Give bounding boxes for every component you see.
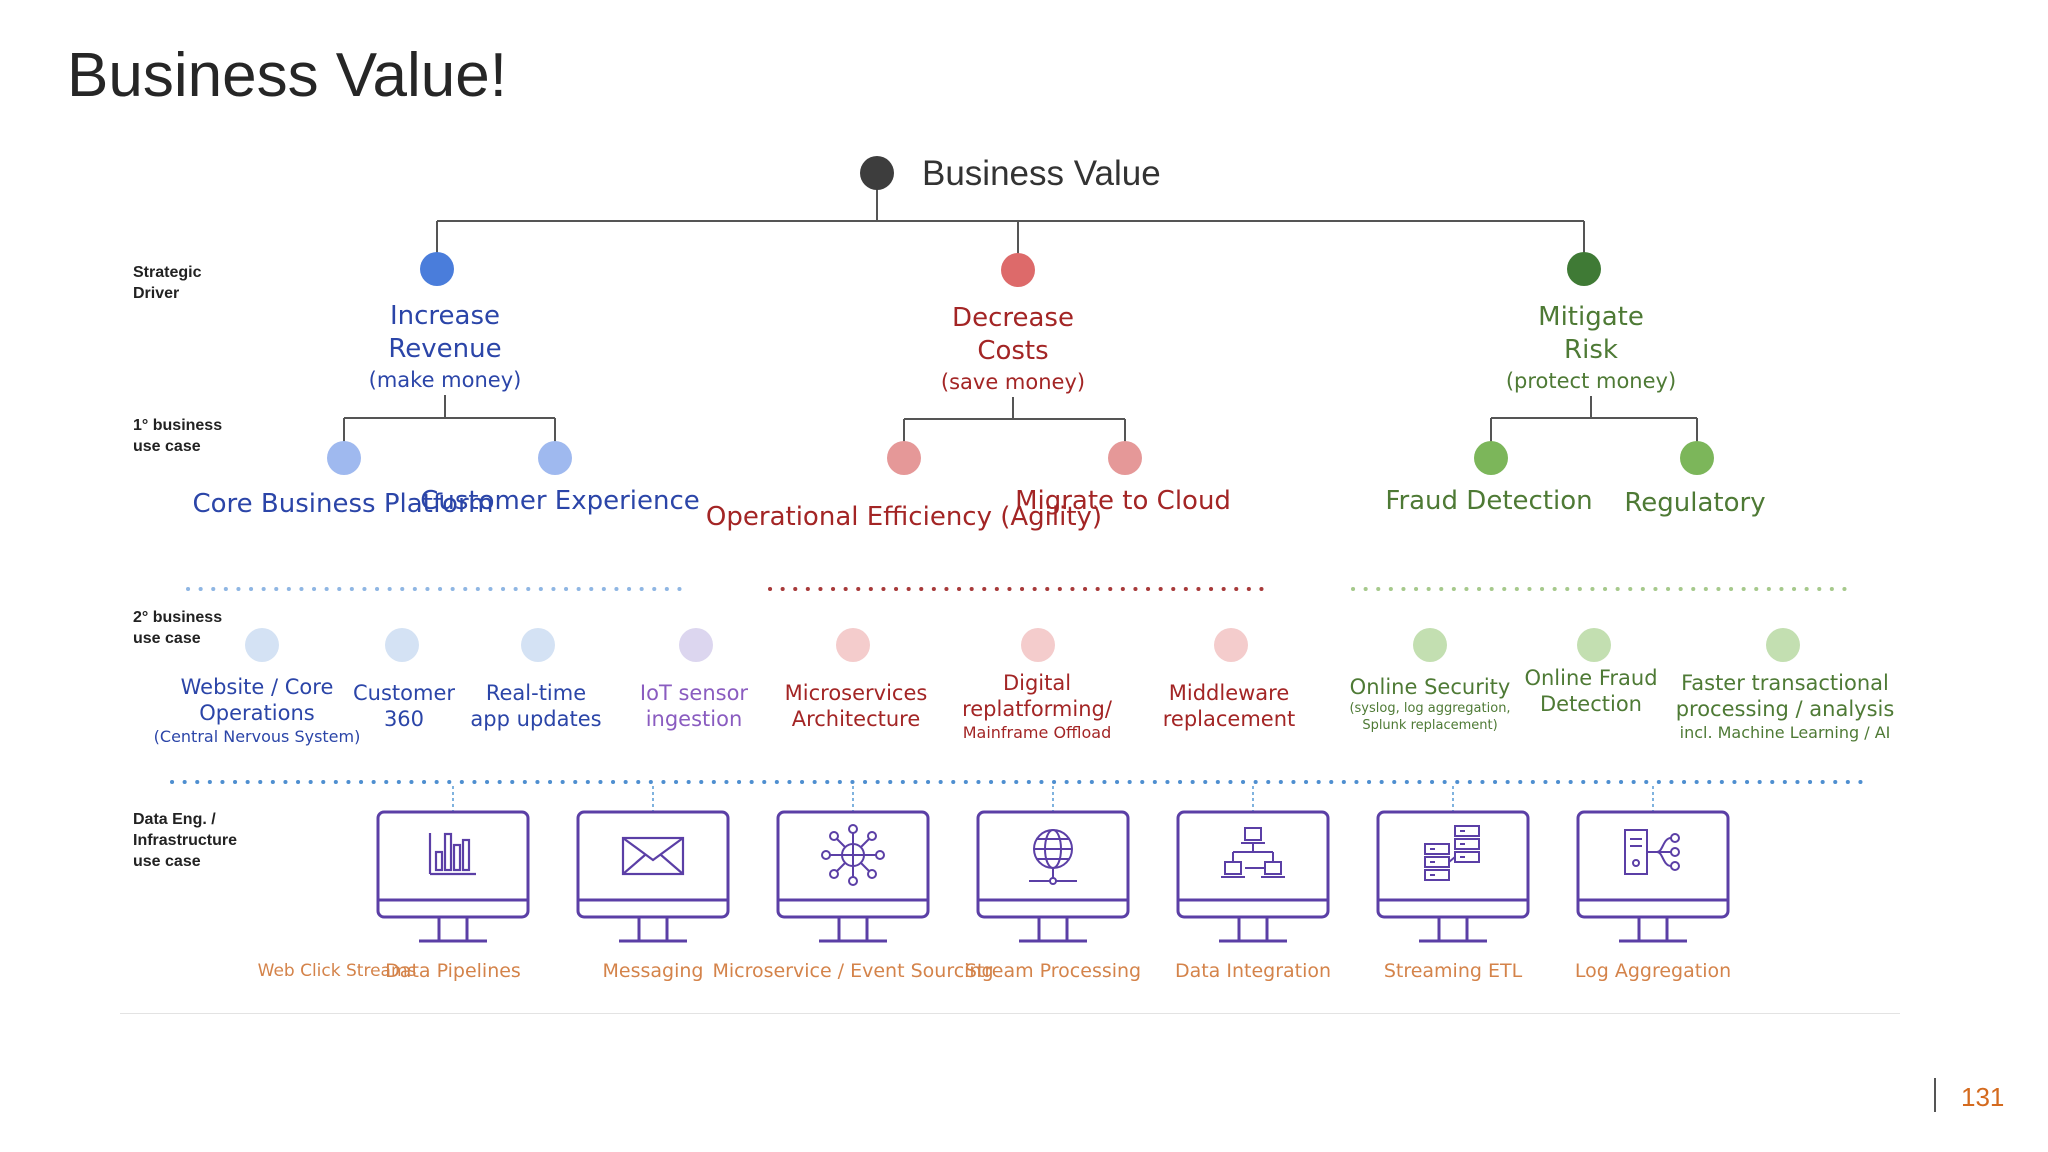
secondary-sub: (syslog, log aggregation, Splunk replace… <box>1349 701 1511 733</box>
node-increase-revenue <box>420 252 454 286</box>
monitor-data-pipelines <box>376 810 530 943</box>
secondary-main: Online Fraud Detection <box>1524 666 1658 716</box>
infra-microservice-event-sourcing: Microservice / Event Sourcing <box>712 960 994 982</box>
node-iot-sensor-ingestion <box>679 628 713 662</box>
secondary-main: Customer 360 <box>352 681 456 731</box>
node-online-security <box>1413 628 1447 662</box>
node-middleware-replacement <box>1214 628 1248 662</box>
driver-name: Decrease Costs <box>952 303 1074 366</box>
secondary-faster-transactional-processing: Faster transactional processing / analys… <box>1676 670 1895 743</box>
row-label-secondary-use-case: 2° business use case <box>133 609 223 647</box>
node-digital-replatforming <box>1021 628 1055 662</box>
secondary-main: Microservices Architecture <box>784 681 928 731</box>
infra-stream-processing: Stream Processing <box>964 960 1142 982</box>
primary-regulatory: Regulatory <box>1624 488 1766 518</box>
infra-streaming-etl: Streaming ETL <box>1383 960 1523 982</box>
node-real-time-app-updates <box>521 628 555 662</box>
secondary-main: Website / Core Operations <box>180 675 334 725</box>
secondary-middleware-replacement: Middleware replacement <box>1163 680 1296 732</box>
monitor-data-integration <box>1176 810 1330 943</box>
secondary-sub: (Central Nervous System) <box>153 727 361 746</box>
row-label-primary-use-case: 1° business use case <box>133 417 223 455</box>
node-fraud-detection <box>1474 441 1508 475</box>
infra-log-aggregation: Log Aggregation <box>1574 960 1732 982</box>
driver-increase-revenue: Increase Revenue (make money) <box>369 300 522 394</box>
node-customer-experience <box>538 441 572 475</box>
primary-customer-experience: Customer Experience <box>420 486 700 516</box>
primary-core-business-platform: Core Business Platform <box>192 489 494 519</box>
secondary-real-time-app-updates: Real-time app updates <box>470 680 601 732</box>
network-computers-icon <box>1221 827 1285 878</box>
node-migrate-to-cloud <box>1108 441 1142 475</box>
envelope-icon <box>621 836 685 876</box>
log-document-icon <box>1624 829 1680 875</box>
globe-icon <box>1029 829 1077 885</box>
monitor-streaming-etl <box>1376 810 1530 943</box>
node-decrease-costs <box>1001 253 1035 287</box>
page-number-divider <box>1934 1078 1936 1112</box>
node-online-fraud-detection <box>1577 628 1611 662</box>
primary-migrate-to-cloud: Migrate to Cloud <box>1015 486 1231 516</box>
infra-data-pipelines: Data Pipelines <box>385 960 521 982</box>
driver-decrease-costs: Decrease Costs (save money) <box>941 302 1085 396</box>
driver-name: Increase Revenue <box>388 301 502 364</box>
secondary-sub: incl. Machine Learning / AI <box>1679 723 1891 742</box>
monitor-microservice-event-sourcing <box>776 810 930 943</box>
monitor-stream-processing <box>976 810 1130 943</box>
secondary-main: IoT sensor ingestion <box>639 681 749 731</box>
node-core-business-platform <box>327 441 361 475</box>
monitor-ticks <box>452 786 1654 812</box>
page-number: 131 <box>1961 1082 2005 1112</box>
node-microservices-architecture <box>836 628 870 662</box>
secondary-main: Digital replatforming/ <box>962 671 1112 721</box>
secondary-website-core-operations: Website / Core Operations (Central Nervo… <box>154 674 361 747</box>
infra-data-integration: Data Integration <box>1174 960 1332 982</box>
driver-sub: (protect money) <box>1505 369 1677 393</box>
driver-sub: (make money) <box>368 368 522 392</box>
node-faster-transactional-processing <box>1766 628 1800 662</box>
row-label-strategic-driver: Strategic Driver <box>133 264 202 302</box>
driver-mitigate-risk: Mitigate Risk (protect money) <box>1506 301 1676 395</box>
secondary-main: Real-time app updates <box>470 681 602 731</box>
primary-fraud-detection: Fraud Detection <box>1385 486 1593 516</box>
node-operational-efficiency <box>887 441 921 475</box>
dotted-separators <box>170 587 1868 784</box>
row-label-infrastructure-use-case: Data Eng. / Infrastructure use case <box>133 811 238 870</box>
node-customer-360 <box>385 628 419 662</box>
bottom-rule <box>120 1013 1900 1014</box>
secondary-main: Middleware replacement <box>1162 681 1296 731</box>
primary-operational-efficiency: Operational Efficiency (Agility) <box>705 502 1103 532</box>
driver-sub: (save money) <box>940 370 1086 394</box>
server-stack-icon <box>1424 825 1480 881</box>
secondary-customer-360: Customer 360 <box>353 680 455 732</box>
root-label: Business Value <box>922 154 1161 193</box>
secondary-microservices-architecture: Microservices Architecture <box>785 680 928 732</box>
driver-name: Mitigate Risk <box>1538 302 1644 365</box>
secondary-iot-sensor-ingestion: IoT sensor ingestion <box>640 680 748 732</box>
secondary-main: Faster transactional processing / analys… <box>1675 671 1895 721</box>
node-regulatory <box>1680 441 1714 475</box>
monitor-messaging <box>576 810 730 943</box>
infra-web-click-streams: Web Click Streams <box>257 961 417 981</box>
secondary-sub: Mainframe Offload <box>962 723 1112 742</box>
secondary-digital-replatforming: Digital replatforming/ Mainframe Offload <box>962 670 1112 743</box>
tree-connectors <box>343 176 1698 444</box>
secondary-main: Online Security <box>1349 675 1511 699</box>
secondary-online-fraud-detection: Online Fraud Detection <box>1524 665 1657 717</box>
bar-chart-icon <box>428 832 476 876</box>
monitor-log-aggregation <box>1576 810 1730 943</box>
network-hub-icon <box>821 824 885 886</box>
node-mitigate-risk <box>1567 252 1601 286</box>
node-website-core-operations <box>245 628 279 662</box>
secondary-online-security: Online Security (syslog, log aggregation… <box>1349 674 1510 734</box>
root-node <box>860 156 894 190</box>
page-title: Business Value! <box>67 41 507 110</box>
infra-messaging: Messaging <box>602 960 704 982</box>
